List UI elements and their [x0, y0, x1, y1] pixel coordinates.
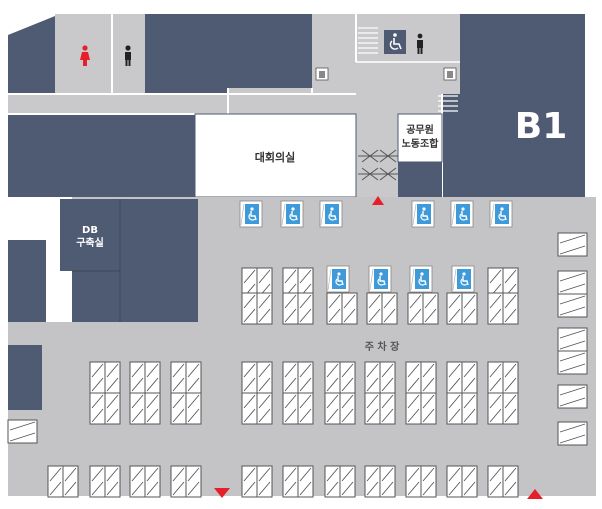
parking-lot-label: 주 차 장	[365, 340, 400, 353]
stairs	[358, 27, 458, 112]
triangle-up-icon[interactable]	[372, 196, 384, 205]
parking-stall	[7, 419, 38, 444]
building-block	[120, 199, 198, 322]
elevator-icon	[443, 67, 457, 81]
db-room-label-line1: DB	[82, 225, 98, 236]
union-office-label-line2: 노동조합	[402, 137, 440, 150]
conference-hall-label: 대회의실	[255, 150, 295, 164]
union-office-annex	[398, 162, 442, 197]
elevator-icon	[315, 67, 329, 81]
floor-label: B1	[515, 106, 568, 147]
db-room[interactable]	[60, 199, 120, 271]
building-block	[72, 271, 120, 322]
triangle-up-icon[interactable]	[527, 489, 543, 499]
conference-hall[interactable]	[194, 113, 357, 198]
male-restroom-icon	[417, 33, 423, 54]
parking-stall-row	[89, 361, 519, 425]
building-block	[8, 345, 42, 410]
building-block	[8, 240, 46, 322]
union-office-label-line1: 공무원	[406, 123, 434, 136]
wheelchair-icon	[384, 30, 406, 54]
restroom-area	[55, 14, 145, 94]
building-block	[46, 270, 72, 322]
union-office[interactable]	[397, 113, 443, 163]
male-restroom-icon	[125, 45, 131, 66]
double-door	[358, 149, 398, 181]
parking-stall-row	[47, 465, 519, 498]
female-restroom-icon	[80, 45, 90, 66]
triangle-down-icon[interactable]	[214, 488, 230, 498]
db-room-label-line2: 구축실	[76, 236, 104, 249]
